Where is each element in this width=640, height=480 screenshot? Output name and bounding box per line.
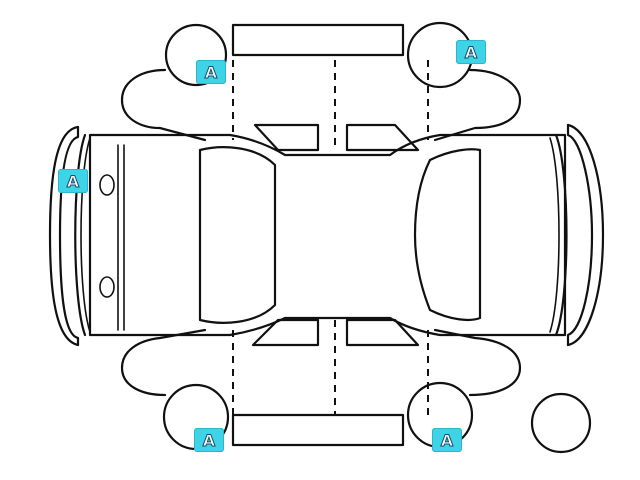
damage-marker-front-right-wheel[interactable]: A	[456, 40, 486, 64]
top-side-panel	[120, 21, 522, 152]
spare-tire	[530, 392, 592, 454]
front-bumper	[48, 125, 91, 347]
damage-marker-rear-left-wheel[interactable]: A	[194, 428, 224, 452]
bottom-side-panel	[120, 318, 522, 451]
damage-marker-front-bumper[interactable]: A	[58, 169, 88, 193]
damage-marker-front-left-wheel[interactable]: A	[196, 60, 226, 84]
rear-bumper	[549, 123, 605, 347]
damage-marker-rear-right-wheel[interactable]: A	[432, 428, 462, 452]
car-body-top-view	[88, 133, 567, 337]
